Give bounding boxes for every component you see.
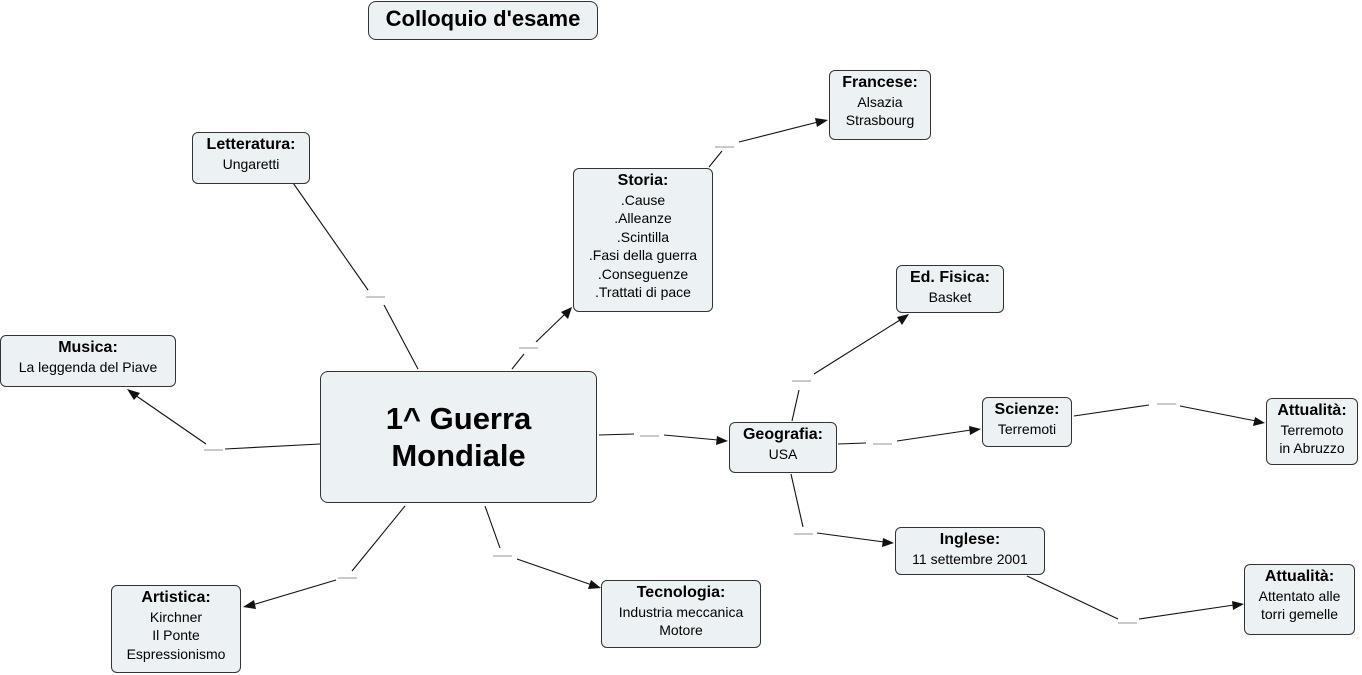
arrowhead-icon <box>882 538 894 547</box>
link-storia-francese[interactable] <box>708 118 828 168</box>
arrowhead-icon <box>815 118 828 127</box>
node-title: Inglese: <box>939 531 1001 548</box>
node-line: .Cause <box>620 191 666 208</box>
node-line: .Fasi della guerra <box>588 247 698 263</box>
arrowhead-icon <box>897 314 909 325</box>
node-title: Attualità: <box>1277 402 1347 419</box>
link-center-geografia[interactable] <box>598 433 728 445</box>
arrowhead-icon <box>1253 417 1265 426</box>
node-title: Geografia: <box>742 426 823 443</box>
link-center-storia[interactable] <box>511 307 572 370</box>
node-title: Storia: <box>617 172 669 189</box>
central-concept-line: Mondiale <box>391 438 526 473</box>
node-line: .Conseguenze <box>597 265 689 282</box>
link-center-tecnologia[interactable] <box>484 505 601 589</box>
concept-node-geografia[interactable]: Geografia: USA <box>729 422 837 473</box>
node-line: Motore <box>659 622 703 638</box>
node-line: Strasbourg <box>845 112 915 128</box>
link-center-letteratura[interactable] <box>278 161 419 370</box>
arrowhead-icon <box>716 436 728 445</box>
link-center-musica[interactable] <box>127 389 321 451</box>
concept-node-tecnologia[interactable]: Tecnologia: Industria meccanica Motore <box>601 580 761 648</box>
link-inglese-attualita2[interactable] <box>1026 575 1244 624</box>
node-title: Attualità: <box>1264 568 1335 585</box>
link-geografia-inglese[interactable] <box>790 473 894 547</box>
concept-node-inglese[interactable]: Inglese: 11 settembre 2001 <box>895 527 1045 575</box>
node-line: torri gemelle <box>1260 606 1339 622</box>
node-title: Artistica: <box>141 589 211 606</box>
node-line: Ungaretti <box>222 155 280 172</box>
central-concept-node[interactable]: 1^ Guerra Mondiale <box>320 371 597 503</box>
node-title: Letteratura: <box>206 136 296 153</box>
concept-node-edfisica[interactable]: Ed. Fisica: Basket <box>896 265 1004 313</box>
concept-node-attualita-terremoto[interactable]: Attualità: Terremoto in Abruzzo <box>1266 398 1358 465</box>
link-center-artistica[interactable] <box>243 505 406 609</box>
central-concept-line: 1^ Guerra <box>385 401 532 436</box>
concept-node-francese[interactable]: Francese: Alsazia Strasbourg <box>829 70 931 140</box>
node-line: Terremoti <box>997 420 1057 437</box>
node-line: .Alleanze <box>614 210 672 226</box>
concept-node-storia[interactable]: Storia: .Cause .Alleanze .Scintilla .Fas… <box>573 168 713 312</box>
node-title: Scienze: <box>994 401 1060 418</box>
node-line: Il Ponte <box>152 627 200 643</box>
concept-node-musica[interactable]: Musica: La leggenda del Piave <box>0 335 176 387</box>
node-line: 11 settembre 2001 <box>912 550 1028 567</box>
arrowhead-icon <box>969 426 981 435</box>
node-title: Francese: <box>842 74 918 91</box>
concept-node-attualita-torri[interactable]: Attualità: Attentato alle torri gemelle <box>1244 564 1355 635</box>
arrowhead-icon <box>588 580 601 589</box>
arrowhead-icon <box>561 307 572 319</box>
link-geografia-scienze[interactable] <box>837 426 981 445</box>
node-line: Alsazia <box>857 93 903 110</box>
node-title: Tecnologia: <box>636 584 726 601</box>
map-title[interactable]: Colloquio d'esame <box>368 1 598 40</box>
concept-node-letteratura[interactable]: Letteratura: Ungaretti <box>192 132 310 184</box>
node-line: .Scintilla <box>616 228 670 245</box>
node-line: La leggenda del Piave <box>18 358 158 375</box>
node-line: Basket <box>928 288 972 305</box>
concept-node-artistica[interactable]: Artistica: Kirchner Il Ponte Espressioni… <box>111 585 241 673</box>
map-title-text: Colloquio d'esame <box>385 6 581 31</box>
node-line: in Abruzzo <box>1279 440 1345 456</box>
link-scienze-attualita1[interactable] <box>1073 403 1265 426</box>
node-line: Terremoto <box>1280 421 1344 438</box>
arrowhead-icon <box>1232 601 1244 610</box>
node-line: Espressionismo <box>126 645 226 662</box>
node-line: USA <box>768 445 798 462</box>
node-line: .Trattati di pace <box>595 284 691 300</box>
arrowhead-icon <box>127 389 140 400</box>
node-line: Industria meccanica <box>618 603 744 620</box>
node-title: Ed. Fisica: <box>909 269 991 286</box>
node-line: Attentato alle <box>1258 587 1341 604</box>
node-line: Kirchner <box>149 608 203 625</box>
node-title: Musica: <box>58 339 118 356</box>
concept-node-scienze[interactable]: Scienze: Terremoti <box>982 397 1072 447</box>
link-geografia-edfisica[interactable] <box>791 314 909 422</box>
arrowhead-icon <box>243 600 256 609</box>
